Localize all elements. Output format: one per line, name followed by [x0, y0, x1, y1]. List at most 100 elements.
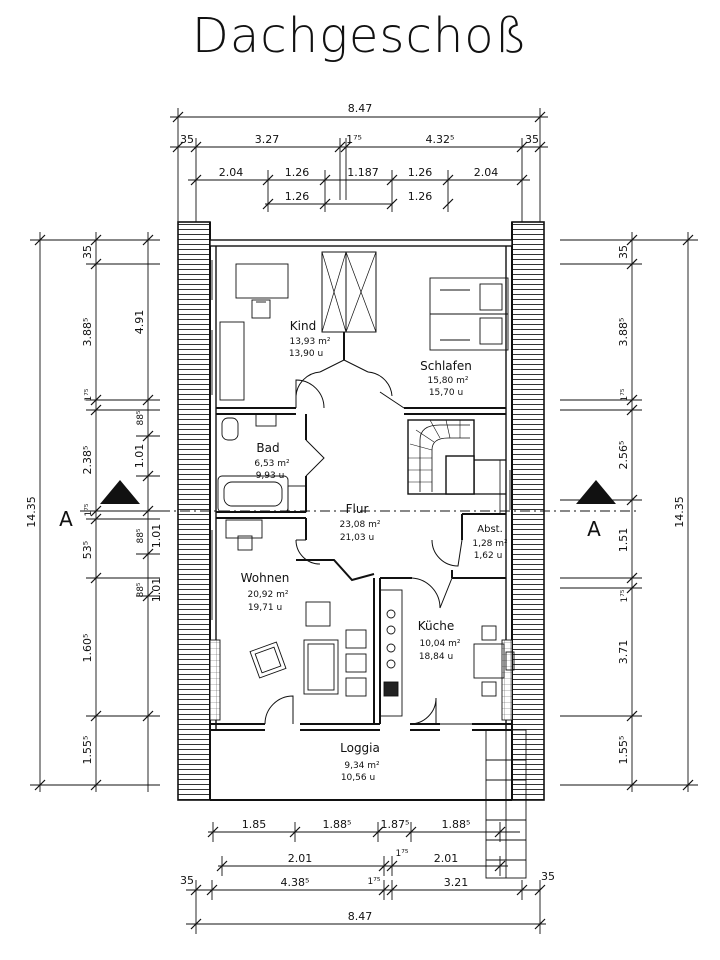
dim-text: 1.01	[133, 444, 146, 469]
dim-text: 1⁷⁵	[620, 589, 630, 602]
dim-text: 2.04	[474, 166, 499, 179]
dim-text: 1.60⁵	[81, 634, 94, 663]
dim-text: 1.55⁵	[81, 736, 94, 765]
room-abst: Abst. 1,28 m² 1,62 u	[472, 524, 508, 561]
room-u: 10,56 u	[341, 773, 375, 783]
dim-text: 14.35	[25, 496, 38, 528]
dimensions-left: 14.35 35 3.88⁵ 1⁷⁵ 2.38⁵ 1⁷⁵ 53⁵ 1.60⁵ 1…	[25, 245, 163, 764]
room-area: 23,08 m²	[339, 520, 380, 530]
dimensions-bottom: 1.85 1.88⁵ 1.87⁵ 1.88⁵ 2.01 1⁷⁵ 2.01 35 …	[180, 818, 555, 923]
section-arrow-left	[100, 480, 140, 504]
room-schlafen: Schlafen 15,80 m² 15,70 u	[420, 359, 472, 398]
dim-text: 4.32⁵	[426, 133, 455, 146]
dim-text: 1.51	[617, 528, 630, 553]
dim-text: 1.85	[242, 818, 267, 831]
dim-text: 2.01	[288, 852, 313, 865]
dimensions-top: 8.47 35 3.27 1⁷⁵ 4.32⁵ 35 2.04 1.26 1.18…	[180, 102, 539, 203]
room-label: Abst.	[477, 524, 503, 535]
dim-text: 4.38⁵	[281, 876, 310, 889]
room-area: 20,92 m²	[247, 590, 288, 600]
room-flur: Flur 23,08 m² 21,03 u	[339, 502, 380, 543]
room-kueche: Küche 10,04 m² 18,84 u	[418, 619, 461, 662]
room-label: Wohnen	[241, 571, 290, 585]
dim-text: 3.88⁵	[617, 318, 630, 347]
outside-stair	[485, 729, 527, 879]
dim-text: 1⁷⁵	[620, 388, 630, 401]
room-area: 15,80 m²	[427, 376, 468, 386]
room-u: 1,62 u	[474, 551, 503, 561]
room-label: Bad	[256, 441, 279, 455]
room-area: 10,04 m²	[419, 639, 460, 649]
room-u: 15,70 u	[429, 388, 463, 398]
section-marker-left: A	[59, 507, 73, 531]
room-u: 21,03 u	[340, 533, 374, 543]
dim-text: 2.01	[434, 852, 459, 865]
room-label: Flur	[346, 502, 369, 516]
dim-text: 35	[81, 245, 94, 259]
dim-text: 2.04	[219, 166, 244, 179]
room-wohnen: Wohnen 20,92 m² 19,71 u	[241, 571, 290, 613]
dim-text: 3.21	[444, 876, 469, 889]
dim-text: 1.187	[347, 166, 379, 179]
room-area: 6,53 m²	[254, 459, 290, 469]
dim-text: 1.87⁵	[381, 818, 410, 831]
dim-text: 1.88⁵	[442, 818, 471, 831]
dim-text: 4.91	[133, 310, 146, 335]
room-area: 13,93 m²	[289, 337, 330, 347]
dim-text: 88⁵	[136, 582, 146, 597]
dimension-lines	[30, 108, 698, 934]
room-loggia: Loggia 9,34 m² 10,56 u	[340, 741, 380, 783]
dim-text: 14.35	[673, 496, 686, 528]
furniture	[217, 263, 515, 717]
windows	[209, 260, 513, 721]
dim-text: 1.26	[408, 190, 433, 203]
section-arrow-right	[576, 480, 616, 504]
room-area: 9,34 m²	[344, 761, 380, 771]
dim-text: 1⁷⁵	[396, 849, 409, 859]
dim-text: 3.71	[617, 640, 630, 665]
dim-text: 1.01	[150, 578, 163, 603]
dim-text: 1.55⁵	[617, 736, 630, 765]
dim-text: 3.27	[255, 133, 280, 146]
room-area: 1,28 m²	[472, 539, 508, 549]
dim-text: 35	[541, 870, 555, 883]
dim-text: 1.26	[285, 166, 310, 179]
dim-text: 35	[180, 133, 194, 146]
dim-text: 88⁵	[136, 528, 146, 543]
dim-text: 1.01	[150, 524, 163, 549]
dim-text: 8.47	[348, 910, 373, 923]
dim-text: 8.47	[348, 102, 373, 115]
dim-text: 1.26	[285, 190, 310, 203]
drawing-title: Dachgeschoß	[191, 8, 529, 64]
room-bad: Bad 6,53 m² 9,93 u	[254, 441, 290, 481]
dim-text: 88⁵	[136, 410, 146, 425]
room-u: 19,71 u	[248, 603, 282, 613]
room-kind: Kind 13,93 m² 13,90 u	[289, 319, 331, 359]
dim-text: 53⁵	[81, 541, 94, 559]
dim-text: 1.88⁵	[323, 818, 352, 831]
dim-text: 35	[617, 245, 630, 259]
room-u: 9,93 u	[256, 471, 285, 481]
section-marker-right: A	[587, 517, 601, 541]
room-label: Kind	[290, 319, 316, 333]
room-u: 13,90 u	[289, 349, 323, 359]
room-label: Schlafen	[420, 359, 472, 373]
room-label: Küche	[418, 619, 454, 633]
section-line	[80, 480, 640, 512]
dim-text: 1⁷⁵	[84, 388, 94, 401]
dim-text: 2.38⁵	[81, 446, 94, 475]
dim-text: 1⁷⁵	[346, 133, 362, 146]
room-label: Loggia	[340, 741, 380, 755]
dim-text: 35	[180, 874, 194, 887]
dim-text: 2.56⁵	[617, 441, 630, 470]
dim-text: 35	[525, 133, 539, 146]
dimensions-right: 14.35 35 3.88⁵ 1⁷⁵ 2.56⁵ 1.51 1⁷⁵ 3.71 1…	[617, 245, 686, 764]
dim-text: 1.26	[408, 166, 433, 179]
doors	[264, 359, 472, 725]
dim-text: 1⁷⁵	[368, 877, 381, 887]
dim-text: 1⁷⁵	[84, 503, 94, 516]
dim-text: 3.88⁵	[81, 318, 94, 347]
room-u: 18,84 u	[419, 652, 453, 662]
